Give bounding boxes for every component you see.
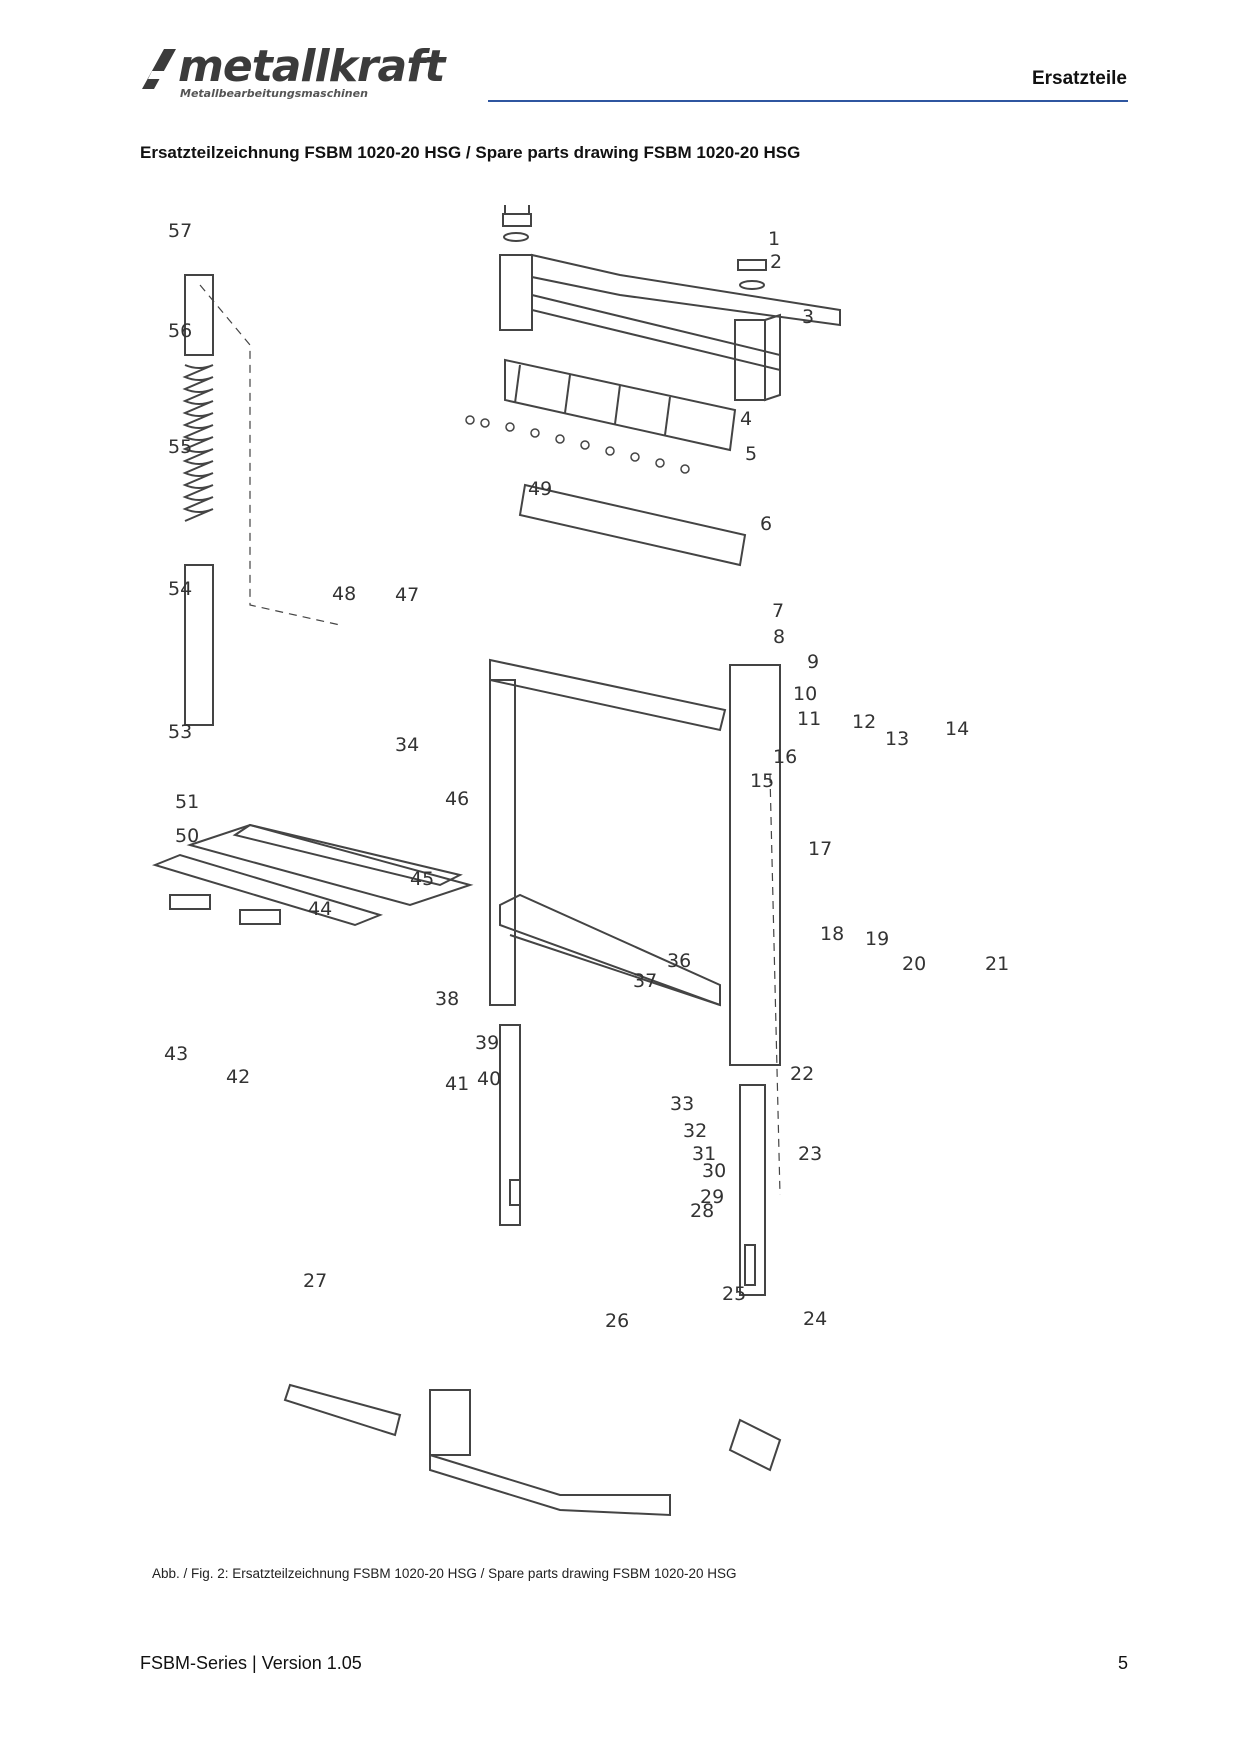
callout-label: 34 <box>395 734 419 756</box>
upper-beam-part <box>499 199 841 402</box>
callout-label: 2 <box>770 251 782 273</box>
callout-label: 48 <box>332 583 356 605</box>
callout-label: 16 <box>773 746 797 768</box>
callout-label: 6 <box>760 513 772 535</box>
callout-label: 39 <box>475 1032 499 1054</box>
callout-label: 33 <box>670 1093 694 1115</box>
callout-label: 37 <box>633 970 657 992</box>
section-label: Ersatzteile <box>1031 68 1127 89</box>
callout-label: 26 <box>605 1310 629 1332</box>
callout-label: 53 <box>168 721 192 743</box>
callout-label: 42 <box>226 1066 250 1088</box>
drawing-title: Ersatzteilzeichnung FSBM 1020-20 HSG / S… <box>140 143 801 162</box>
callout-label: 45 <box>410 868 434 890</box>
callout-label: 21 <box>985 953 1009 975</box>
callout-group: 1 2 3 4 5 6 7 8 9 10 11 12 13 14 15 16 1… <box>164 220 1009 1332</box>
screw-row-part <box>465 415 690 474</box>
callout-label: 23 <box>798 1143 822 1165</box>
callout-label: 13 <box>885 728 909 750</box>
spring-part <box>182 274 214 726</box>
main-frame-part <box>489 658 781 1296</box>
brand-logo: metallkraft Metallbearbeitungsmaschinen <box>140 41 470 105</box>
callout-label: 31 <box>692 1143 716 1165</box>
header-divider <box>488 100 1128 102</box>
callout-label: 51 <box>175 791 199 813</box>
clamping-plate-part <box>504 358 737 452</box>
footer-version: FSBM-Series | Version 1.05 <box>140 1653 362 1673</box>
callout-label: 25 <box>722 1283 746 1305</box>
callout-label: 20 <box>902 953 926 975</box>
callout-label: 9 <box>807 651 819 673</box>
callout-label: 24 <box>803 1308 827 1330</box>
callout-label: 50 <box>175 825 199 847</box>
callout-label: 40 <box>477 1068 501 1090</box>
assembly-dash-line <box>199 284 341 626</box>
callout-label: 10 <box>793 683 817 705</box>
base-frame-part <box>283 1383 782 1517</box>
callout-label: 55 <box>168 436 192 458</box>
callout-label: 36 <box>667 950 691 972</box>
exploded-view-svg: 1 2 3 4 5 6 7 8 9 10 11 12 13 14 15 16 1… <box>151 199 1009 1517</box>
figure-caption: Abb. / Fig. 2: Ersatzteilzeichnung FSBM … <box>152 1566 737 1581</box>
upper-blade-part <box>518 483 747 567</box>
callout-label: 22 <box>790 1063 814 1085</box>
page-number: 5 <box>1117 1653 1128 1673</box>
logo-tagline: Metallbearbeitungsmaschinen <box>180 87 368 100</box>
callout-label: 32 <box>683 1120 707 1142</box>
spare-parts-drawing: 1 2 3 4 5 6 7 8 9 10 11 12 13 14 15 16 1… <box>140 199 1130 1545</box>
callout-label: 49 <box>528 478 552 500</box>
callout-label: 5 <box>745 443 757 465</box>
callout-label: 11 <box>797 708 821 730</box>
callout-label: 3 <box>802 306 814 328</box>
callout-label: 17 <box>808 838 832 860</box>
callout-label: 15 <box>750 770 774 792</box>
callout-label: 54 <box>168 578 192 600</box>
callout-label: 14 <box>945 718 969 740</box>
callout-label: 19 <box>865 928 889 950</box>
callout-label: 1 <box>768 228 780 250</box>
callout-label: 38 <box>435 988 459 1010</box>
logo-wordmark: metallkraft <box>178 41 445 92</box>
callout-label: 41 <box>445 1073 469 1095</box>
callout-label: 28 <box>690 1200 714 1222</box>
callout-label: 57 <box>168 220 192 242</box>
callout-label: 44 <box>308 898 332 920</box>
callout-label: 47 <box>395 584 419 606</box>
assembly-dash-line <box>769 774 781 1196</box>
callout-label: 12 <box>852 711 876 733</box>
bending-beam-part <box>151 823 474 927</box>
callout-label: 7 <box>772 600 784 622</box>
callout-label: 30 <box>702 1160 726 1182</box>
callout-label: 29 <box>700 1186 724 1208</box>
callout-label: 46 <box>445 788 469 810</box>
callout-label: 27 <box>303 1270 327 1292</box>
callout-label: 4 <box>740 408 752 430</box>
callout-label: 8 <box>773 626 785 648</box>
callout-label: 18 <box>820 923 844 945</box>
logo-mark-icon <box>142 49 176 89</box>
callout-label: 43 <box>164 1043 188 1065</box>
callout-label: 56 <box>168 320 192 342</box>
